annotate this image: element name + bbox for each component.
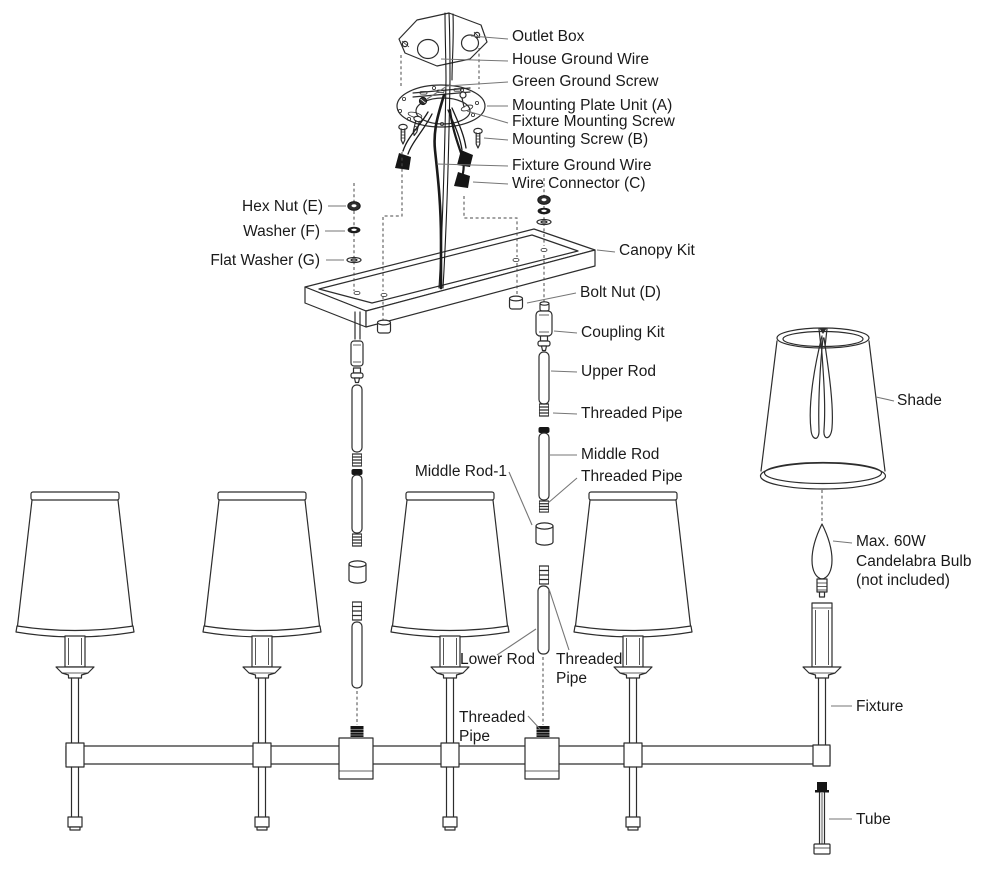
label-fixture: Fixture [856,698,903,715]
fixture-wire-black [433,93,446,290]
label-bulb-line3: (not included) [856,572,950,589]
label-washer: Washer (F) [243,223,320,240]
hex-nut-e [347,201,361,211]
label-upper-rod: Upper Rod [581,363,656,380]
label-house-ground-wire: House Ground Wire [512,51,649,68]
label-threaded-pipe-upper: Threaded Pipe [581,405,683,422]
stem-junction-box-1 [338,737,374,780]
upper-rod-left [351,384,363,453]
label-flat-washer: Flat Washer (G) [210,252,320,269]
canopy-kit [304,228,596,328]
lower-rod [537,585,550,655]
stem-junction-box-2 [524,737,560,780]
label-outlet-box: Outlet Box [512,28,585,45]
stem-column-left [348,311,367,738]
coupling-left [350,340,364,367]
fixture-body [15,491,842,830]
label-fixture-ground-wire: Fixture Ground Wire [512,157,652,174]
labels: Outlet Box House Ground Wire Green Groun… [210,28,971,828]
shade-3 [390,491,510,638]
wire-connectors [395,150,473,188]
label-middle-rod: Middle Rod [581,446,659,463]
mounting-screw-b-part [473,127,483,149]
arm-2 [243,636,281,830]
green-ground-screw [418,96,428,106]
tube-part [813,782,831,855]
shade-hanger-loop-right [820,337,833,439]
washer-right [537,207,551,215]
shade-4 [573,491,693,638]
label-bulb-line1: Max. 60W [856,533,926,550]
fixture-mounting-screw-on-plate [459,91,467,108]
label-fixture-mounting-screw: Fixture Mounting Screw [512,113,676,130]
label-hex-nut: Hex Nut (E) [242,198,323,215]
middle-rod-left [351,474,363,534]
flat-washer-right [536,218,552,226]
house-wires [402,12,467,290]
hex-nut-right [537,195,551,205]
middle-rod-1 [535,522,554,546]
outlet-box [398,12,488,67]
middle-rod-1-left [348,560,367,584]
label-tp-left-2: Pipe [459,728,490,745]
label-lower-rod: Lower Rod [460,651,535,668]
label-tp-right-2: Pipe [556,670,587,687]
candelabra-bulb [811,523,833,598]
label-mounting-screw-b: Mounting Screw (B) [512,131,648,148]
washer-f [347,226,361,234]
label-threaded-pipe-middle: Threaded Pipe [581,468,683,485]
middle-rod [538,432,550,501]
fixture-ground-wire [402,111,429,152]
exploded-shade [759,327,887,490]
bar-end-block [812,744,831,767]
wire-connector-right-upper [457,150,473,167]
label-bulb-line2: Candelabra Bulb [856,553,971,570]
fixture-arm-right [802,602,842,767]
wire-connector-c [454,172,470,188]
label-tube: Tube [856,811,891,828]
wire-connector-left [395,153,411,170]
arm-1 [56,636,94,830]
bolt-nut-d [508,295,524,310]
shade-2 [202,491,322,638]
flat-washer-g [346,256,362,264]
label-tp-left-1: Threaded [459,709,525,726]
label-bolt-nut: Bolt Nut (D) [580,284,661,301]
box-ear-screw-left [401,40,409,48]
threaded-pipe-left-bottom [350,725,364,738]
label-wire-connector: Wire Connector (C) [512,175,646,192]
upper-rod [538,351,550,405]
label-middle-rod-1: Middle Rod-1 [415,463,507,480]
label-green-ground-screw: Green Ground Screw [512,73,659,90]
stem-column-right [535,301,554,738]
mounting-screw-left [398,123,408,145]
lower-rod-left [351,621,363,689]
label-coupling-kit: Coupling Kit [581,324,665,341]
bolt-nut-left [376,319,392,334]
label-mounting-plate: Mounting Plate Unit (A) [512,97,672,114]
label-shade: Shade [897,392,942,409]
shade-1 [15,491,135,638]
label-tp-right-1: Threaded [556,651,622,668]
label-canopy-kit: Canopy Kit [619,242,696,259]
shade-hanger-loop-left [809,335,824,439]
box-ear-screw-right [473,31,481,39]
leader-lines [325,35,895,820]
